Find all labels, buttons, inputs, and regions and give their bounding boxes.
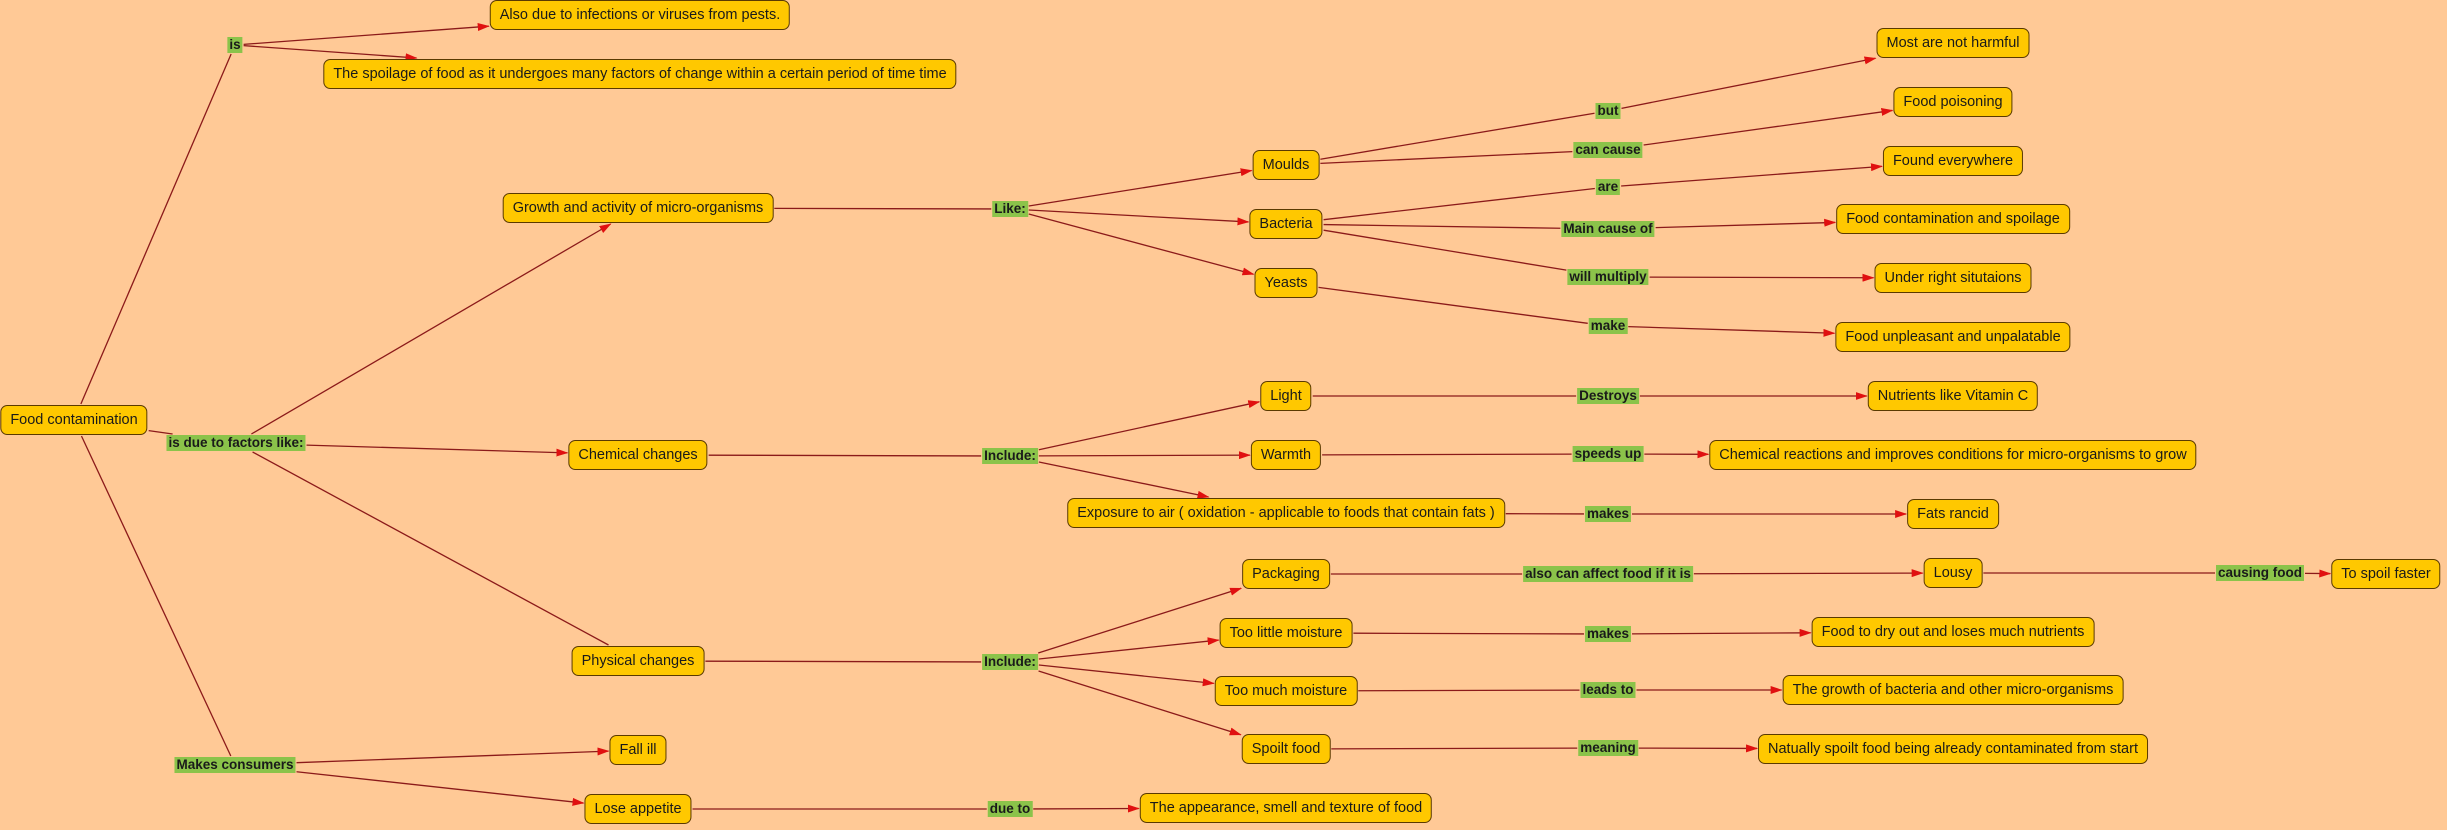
concept-yeasts[interactable]: Yeasts	[1254, 268, 1318, 298]
connector-include_chem-warmth	[1038, 451, 1251, 460]
connector-due_to_factors-chemical	[306, 444, 569, 457]
connector-food_contamination-makes_consumers	[80, 435, 232, 757]
concept-spoilt-food[interactable]: Spoilt food	[1241, 734, 1331, 764]
connector-warmth-speeds_up	[1322, 453, 1572, 456]
link-causing-food[interactable]: causing food	[2216, 565, 2304, 581]
connector-physical-include_phys	[705, 660, 982, 663]
connector-chemical-include_chem	[708, 454, 982, 457]
connector-also_affect-lousy	[1693, 569, 1924, 578]
link-also-can-affect[interactable]: also can affect food if it is	[1523, 566, 1693, 582]
connector-are-found_everywhere	[1621, 163, 1883, 187]
concept-food-poisoning[interactable]: Food poisoning	[1893, 87, 2013, 117]
link-leads-to[interactable]: leads to	[1580, 682, 1636, 698]
concept-too-little-moisture[interactable]: Too little moisture	[1219, 618, 1353, 648]
link-main-cause-of[interactable]: Main cause of	[1561, 221, 1655, 237]
concept-found-everywhere[interactable]: Found everywhere	[1882, 146, 2024, 176]
connector-include_chem-light	[1038, 400, 1261, 451]
connector-can_cause-food_poisoning	[1643, 107, 1894, 146]
concept-naturally-spoilt[interactable]: Natually spoilt food being already conta…	[1758, 734, 2148, 764]
connector-food_contamination-is	[80, 53, 232, 405]
concept-right-situations[interactable]: Under right situtaions	[1874, 263, 2032, 293]
link-are[interactable]: are	[1595, 179, 1621, 195]
concept-lousy[interactable]: Lousy	[1923, 558, 1983, 588]
connector-too_much-leads_to	[1358, 689, 1580, 692]
link-like[interactable]: Like:	[992, 201, 1028, 217]
link-due-to[interactable]: due to	[987, 801, 1033, 817]
concept-pests[interactable]: Also due to infections or viruses from p…	[489, 0, 791, 30]
concept-food-contamination[interactable]: Food contamination	[0, 405, 148, 435]
connector-include_chem-exposure	[1038, 461, 1210, 499]
link-speeds-up[interactable]: speeds up	[1572, 446, 1644, 462]
connector-bacteria-will_multiply	[1323, 229, 1567, 271]
concept-exposure-to-air[interactable]: Exposure to air ( oxidation - applicable…	[1067, 498, 1505, 528]
connector-include_phys-spoilt_food	[1038, 670, 1242, 736]
link-will-multiply[interactable]: will multiply	[1567, 269, 1649, 285]
link-makes-fats[interactable]: makes	[1584, 506, 1632, 522]
link-makes-consumers[interactable]: Makes consumers	[174, 757, 296, 773]
connector-moulds-but	[1320, 112, 1595, 160]
link-include-chemical[interactable]: Include:	[982, 448, 1038, 464]
connector-due_to_factors-growth	[251, 223, 612, 435]
connector-food_contamination-due_to_factors	[148, 429, 173, 435]
concept-fall-ill[interactable]: Fall ill	[609, 735, 667, 765]
concept-physical-changes[interactable]: Physical changes	[571, 646, 705, 676]
concept-unpleasant[interactable]: Food unpleasant and unpalatable	[1835, 322, 2071, 352]
connector-will_multiply-right_situations	[1649, 273, 1875, 282]
connector-include_phys-too_much	[1038, 664, 1215, 687]
concept-warmth[interactable]: Warmth	[1250, 440, 1322, 470]
concept-fats-rancid[interactable]: Fats rancid	[1907, 499, 1999, 529]
connector-like-yeasts	[1028, 213, 1255, 276]
concept-not-harmful[interactable]: Most are not harmful	[1876, 28, 2030, 58]
concept-dry-out[interactable]: Food to dry out and loses much nutrients	[1811, 617, 2095, 647]
link-but[interactable]: but	[1595, 103, 1621, 119]
connector-makes_consumers-fall_ill	[296, 747, 610, 764]
connector-is-pests	[243, 23, 490, 46]
link-due-to-factors[interactable]: is due to factors like:	[166, 435, 306, 451]
connector-yeasts-make	[1318, 286, 1588, 324]
concept-too-much-moisture[interactable]: Too much moisture	[1214, 676, 1358, 706]
connector-is-spoilage	[243, 44, 418, 62]
concept-bacteria[interactable]: Bacteria	[1249, 209, 1323, 239]
connector-moulds-can_cause	[1320, 151, 1573, 165]
link-include-physical[interactable]: Include:	[982, 654, 1038, 670]
concept-vitamin-c[interactable]: Nutrients like Vitamin C	[1867, 381, 2039, 411]
connector-growth-like	[774, 207, 992, 210]
link-make[interactable]: make	[1588, 318, 1628, 334]
link-meaning[interactable]: meaning	[1578, 740, 1638, 756]
connector-makes_dry-dry_out	[1632, 628, 1812, 637]
concept-spoilage[interactable]: The spoilage of food as it undergoes man…	[323, 59, 957, 89]
concept-chemical-changes[interactable]: Chemical changes	[568, 440, 708, 470]
concept-moulds[interactable]: Moulds	[1252, 150, 1320, 180]
connector-include_phys-packaging	[1038, 587, 1243, 654]
concept-appearance-smell-texture[interactable]: The appearance, smell and texture of foo…	[1139, 793, 1433, 823]
connector-but-not_harmful	[1621, 56, 1877, 109]
link-makes-dry[interactable]: makes	[1584, 626, 1632, 642]
concept-light[interactable]: Light	[1260, 381, 1312, 411]
link-destroys[interactable]: Destroys	[1577, 388, 1639, 404]
concept-lose-appetite[interactable]: Lose appetite	[584, 794, 692, 824]
connector-due_to_factors-physical	[252, 451, 609, 646]
connector-include_phys-too_little	[1038, 637, 1220, 660]
concept-packaging[interactable]: Packaging	[1242, 559, 1330, 589]
link-can-cause[interactable]: can cause	[1573, 142, 1643, 158]
concept-growth-of-bacteria[interactable]: The growth of bacteria and other micro-o…	[1782, 675, 2124, 705]
connector-makes_consumers-lose_appetite	[296, 771, 585, 806]
connector-like-bacteria	[1028, 209, 1250, 226]
concept-spoil-faster[interactable]: To spoil faster	[2331, 559, 2441, 589]
concept-contamination-spoilage[interactable]: Food contamination and spoilage	[1836, 204, 2070, 234]
connector-bacteria-are	[1323, 187, 1595, 221]
link-is[interactable]: is	[227, 37, 243, 53]
connector-too_little-makes_dry	[1353, 632, 1584, 635]
connector-make-unpleasant	[1628, 325, 1836, 337]
concept-growth-micro-organisms[interactable]: Growth and activity of micro-organisms	[502, 193, 774, 223]
connector-spoilt_food-meaning	[1331, 747, 1578, 750]
connector-like-moulds	[1028, 168, 1253, 207]
connector-main_cause-contam_spoilage	[1655, 218, 1837, 229]
concept-chemical-reactions[interactable]: Chemical reactions and improves conditio…	[1709, 440, 2197, 470]
connector-bacteria-main_cause	[1323, 223, 1561, 229]
